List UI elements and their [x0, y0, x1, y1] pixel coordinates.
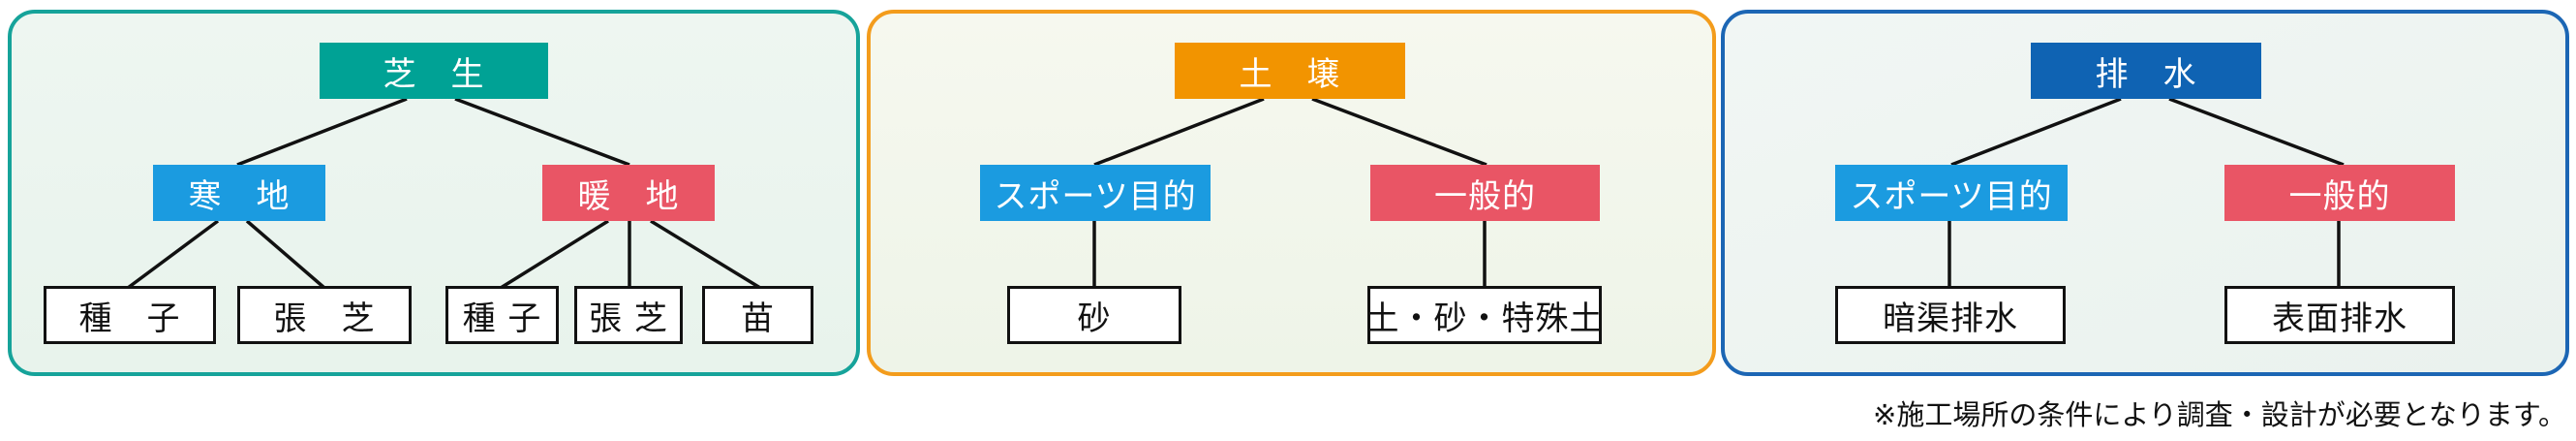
node-soil-root: 土 壌 — [1175, 43, 1405, 99]
node-drainage-root: 排 水 — [2031, 43, 2261, 99]
leaf-seedling: 苗 — [702, 286, 813, 344]
leaf-sod-cold: 張 芝 — [237, 286, 412, 344]
node-soil-general: 一般的 — [1370, 165, 1600, 221]
leaf-underdrain: 暗渠排水 — [1835, 286, 2066, 344]
footnote: ※施工場所の条件により調査・設計が必要となります。 — [1873, 398, 2566, 431]
node-drainage-sports: スポーツ目的 — [1835, 165, 2068, 221]
leaf-seed-warm: 種 子 — [445, 286, 559, 344]
node-turf-root: 芝 生 — [320, 43, 548, 99]
leaf-seed-cold: 種 子 — [44, 286, 216, 344]
node-drainage-general: 一般的 — [2224, 165, 2455, 221]
leaf-surface-drain: 表面排水 — [2224, 286, 2455, 344]
node-soil-sports: スポーツ目的 — [980, 165, 1211, 221]
node-warm-region: 暖 地 — [542, 165, 715, 221]
leaf-sod-warm: 張 芝 — [574, 286, 683, 344]
node-cold-region: 寒 地 — [153, 165, 325, 221]
leaf-sand: 砂 — [1007, 286, 1181, 344]
leaf-soil-sand-special: 土・砂・特殊土 — [1366, 286, 1603, 344]
